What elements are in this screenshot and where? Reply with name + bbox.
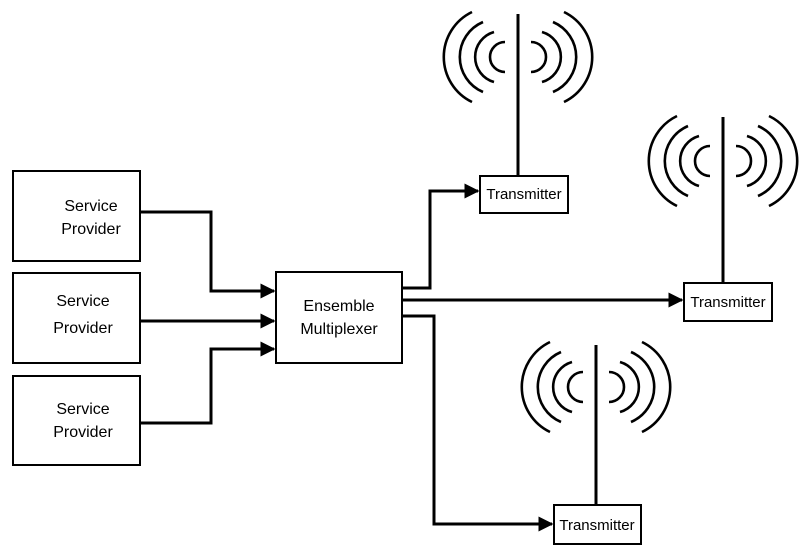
service-provider-1: Service Provider [12, 170, 141, 262]
ensemble-multiplexer: Ensemble Multiplexer [275, 271, 403, 364]
radio-antenna-icon [647, 114, 799, 283]
radio-antenna-icon [442, 10, 594, 176]
arrow-multiplexer-to-transmitter-3 [402, 314, 554, 532]
transmitter-3-label: Transmitter [559, 517, 634, 534]
service-provider-3-line2: Provider [53, 424, 113, 441]
transmitter-3: Transmitter [520, 340, 672, 545]
service-provider-1-box [12, 170, 141, 262]
arrow-provider-1-to-multiplexer [140, 210, 276, 299]
radio-antenna-icon [520, 340, 672, 505]
service-provider-3-box [12, 375, 141, 466]
service-provider-3: Service Provider [12, 375, 141, 466]
multiplexer-line2: Multiplexer [300, 321, 378, 338]
arrow-provider-3-to-multiplexer [140, 341, 276, 425]
service-provider-1-line2: Provider [61, 221, 121, 238]
service-provider-3-line1: Service [56, 401, 109, 418]
service-provider-1-line1: Service [64, 198, 117, 215]
service-provider-2-box [12, 272, 141, 364]
transmitter-2-label: Transmitter [690, 294, 765, 311]
arrow-multiplexer-to-transmitter-1 [402, 183, 480, 290]
transmitter-2: Transmitter [647, 114, 799, 322]
ensemble-multiplexer-box [275, 271, 403, 364]
multiplexer-line1: Ensemble [303, 298, 374, 315]
transmitter-1-label: Transmitter [486, 186, 561, 203]
transmitter-2-box [683, 282, 773, 322]
service-provider-2-line1: Service [56, 293, 109, 310]
transmitter-3-box [553, 504, 642, 545]
transmitter-1-box [479, 175, 569, 214]
transmitter-1: Transmitter [442, 10, 594, 214]
service-provider-2: Service Provider [12, 272, 141, 364]
service-provider-2-line2: Provider [53, 320, 113, 337]
